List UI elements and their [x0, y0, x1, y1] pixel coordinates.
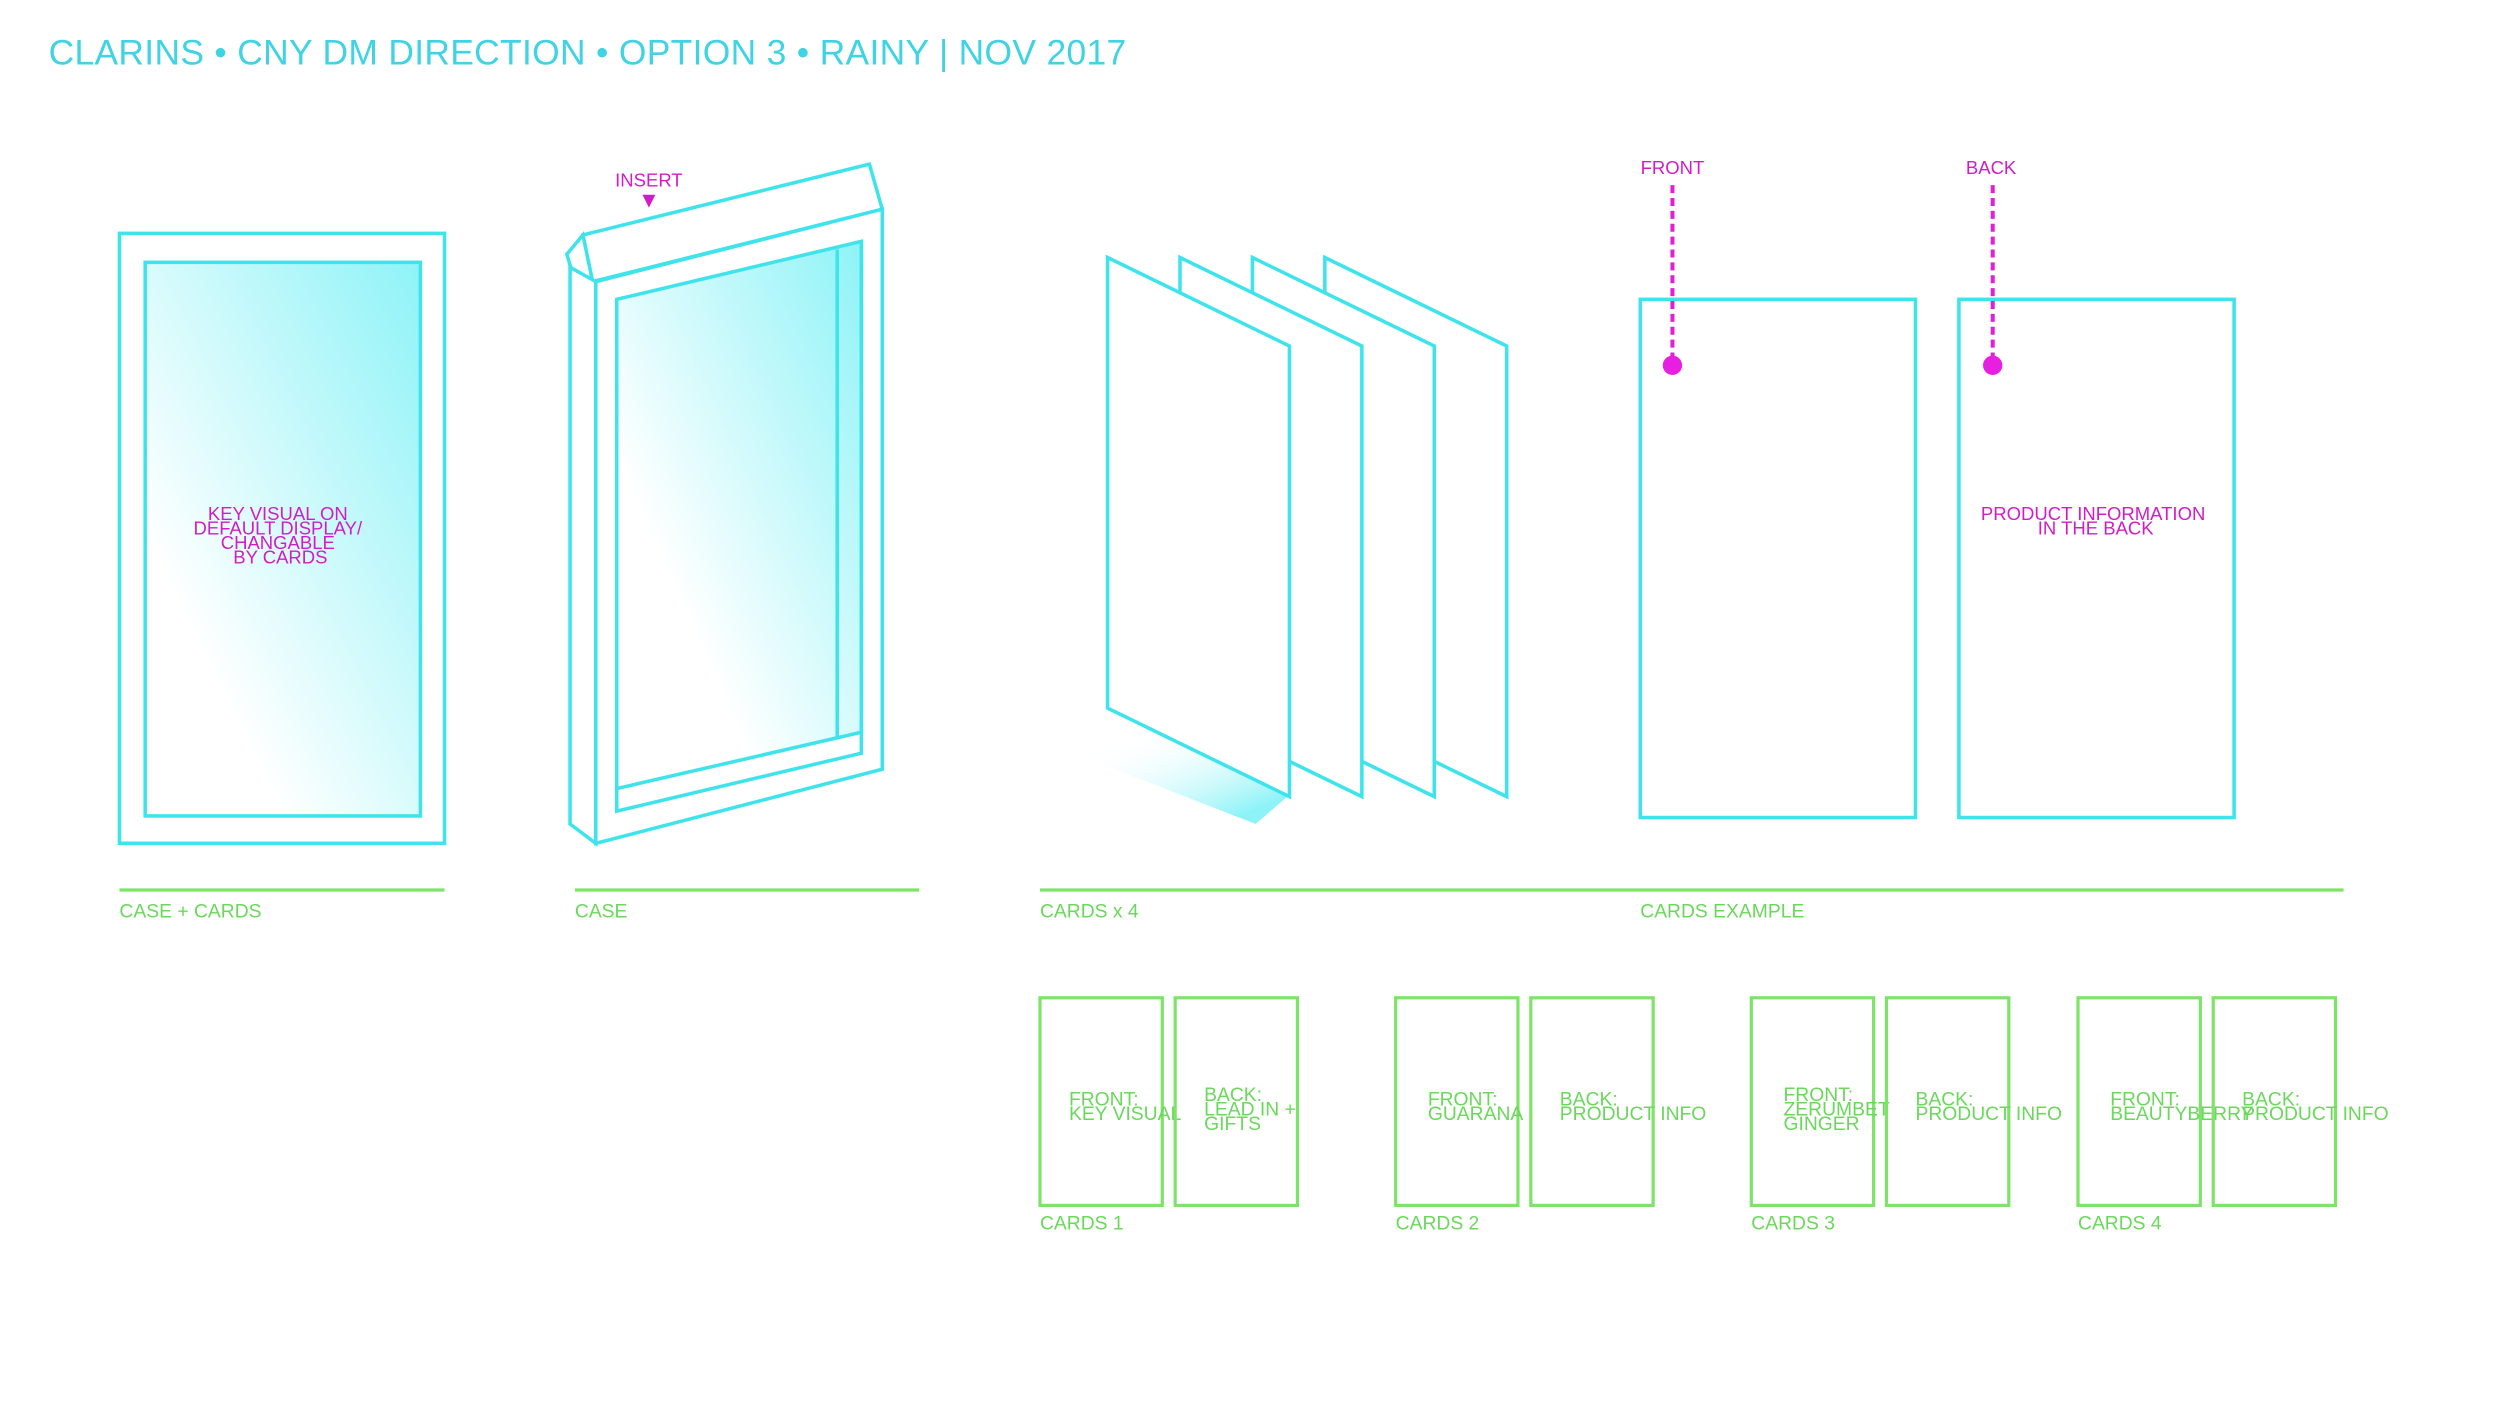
cards-x4-label: CARDS x 4: [1040, 901, 1139, 922]
card-3-front: [1749, 996, 1876, 1208]
card-1-front: [1038, 996, 1164, 1208]
card-set-3-label: CARDS 3: [1751, 1214, 1835, 1235]
back-callout-dot: [1983, 355, 2003, 375]
card-shadow: [1081, 704, 1292, 824]
card-2-back-text: BACK:PRODUCT INFO: [1560, 1090, 1707, 1125]
insert-arrow-icon: [642, 194, 656, 208]
key-visual-note: KEY VISUAL ON DEFAULT DISPLAY/ CHANGABLE…: [193, 503, 367, 567]
card-3-back: [1884, 996, 2011, 1208]
key-visual-panel: [143, 260, 423, 818]
cards-example-label: CARDS EXAMPLE: [1640, 901, 1804, 922]
case-outer-frame: [117, 231, 447, 846]
card-2-back: [1529, 996, 1655, 1208]
front-label: FRONT: [1641, 157, 1705, 178]
front-callout-dot: [1662, 355, 1683, 375]
card-2-front: [1394, 996, 1520, 1208]
card-2-front-text: FRONT:GUARANA: [1428, 1090, 1524, 1125]
card-3-back-text: BACK:PRODUCT INFO: [1915, 1090, 2062, 1125]
insert-label: INSERT: [615, 170, 683, 191]
case-cards-label: CASE + CARDS: [119, 901, 261, 922]
cards-example-diagram: FRONT BACK PRODUCT INFORMATION IN THE BA…: [1638, 157, 2236, 820]
card-set-4-label: CARDS 4: [2078, 1214, 2162, 1235]
case-cards-diagram: KEY VISUAL ON DEFAULT DISPLAY/ CHANGABLE…: [117, 231, 447, 846]
card-4-back: [2211, 996, 2338, 1208]
card-4-back-text: BACK:PRODUCT INFO: [2242, 1090, 2389, 1125]
cards-stack-diagram: [1081, 254, 1509, 824]
card-sets: FRONT:KEY VISUAL BACK:LEAD IN +GIFTS CARDS…: [1038, 996, 2389, 1235]
card-1-front-text: FRONT:KEY VISUAL: [1069, 1090, 1182, 1125]
page-title: CLARINS • CNY DM DIRECTION • OPTION 3 • …: [49, 32, 1127, 72]
example-back-card: [1957, 297, 2236, 820]
case-side: [568, 264, 598, 847]
case-window-depth: [614, 241, 864, 814]
card-1-back: [1173, 996, 1300, 1208]
card-set-2: FRONT:GUARANA BACK:PRODUCT INFO CARDS 2: [1394, 996, 1707, 1235]
back-card-note: PRODUCT INFORMATION IN THE BACK: [1981, 503, 2211, 538]
card-1-back-text: BACK:LEAD IN +GIFTS: [1204, 1085, 1296, 1135]
back-label: BACK: [1966, 157, 2017, 178]
card-set-1: FRONT:KEY VISUAL BACK:LEAD IN +GIFTS CARDS…: [1038, 996, 1300, 1235]
case-label: CASE: [575, 901, 628, 922]
example-front-card: [1638, 297, 1918, 820]
card-4-front-text: FRONT:BEAUTYBERRY: [2110, 1090, 2253, 1125]
stack-card-1: [1105, 254, 1292, 800]
card-set-1-label: CARDS 1: [1040, 1214, 1124, 1235]
case-window: [614, 239, 864, 791]
card-set-2-label: CARDS 2: [1396, 1214, 1480, 1235]
case-diagram: INSERT: [564, 162, 885, 847]
card-4-front: [2076, 996, 2202, 1208]
